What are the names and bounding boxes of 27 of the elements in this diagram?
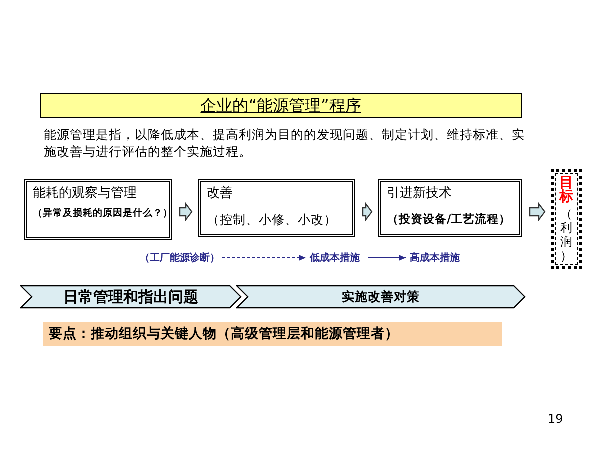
band-label: 实施改善对策 (341, 288, 421, 306)
goal-box (551, 169, 582, 269)
box-note: （投资设备/工艺流程） (387, 211, 512, 228)
block-arrow (529, 202, 546, 222)
box-heading: 改善 (207, 185, 234, 202)
goal-heading: 目标 (559, 176, 574, 204)
arrow (222, 255, 306, 261)
process-box (198, 179, 355, 237)
box-note: （控制、小修、小改） (207, 211, 338, 228)
arrow (368, 255, 406, 261)
block-arrow (362, 202, 373, 222)
step-label: 低成本措施 (310, 251, 364, 265)
description-text: 能源管理是指，以降低成本、提高利润为目的的发现问题、制定计划、维持标准、实施改善与进行评估的整个实施过程。 (44, 126, 526, 160)
step-label: （工厂能源诊断） (140, 251, 218, 265)
process-box (378, 179, 522, 237)
box-heading: 引进新技术 (387, 185, 453, 202)
band-label: 日常管理和指出问题 (62, 287, 200, 308)
title: 企业的“能源管理”程序 (200, 96, 362, 115)
block-arrow (179, 202, 193, 222)
step-label: 高成本措施 (410, 251, 464, 265)
box-heading: 能耗的观察与管理 (33, 185, 138, 202)
process-box (24, 179, 172, 240)
goal-note: （利润） (560, 207, 574, 263)
chevron-band (20, 285, 242, 309)
page-number: 19 (548, 412, 564, 426)
chevron-band (236, 285, 526, 309)
key-point-bar: 要点：推动组织与关键人物（高级管理层和能源管理者） (43, 322, 502, 346)
